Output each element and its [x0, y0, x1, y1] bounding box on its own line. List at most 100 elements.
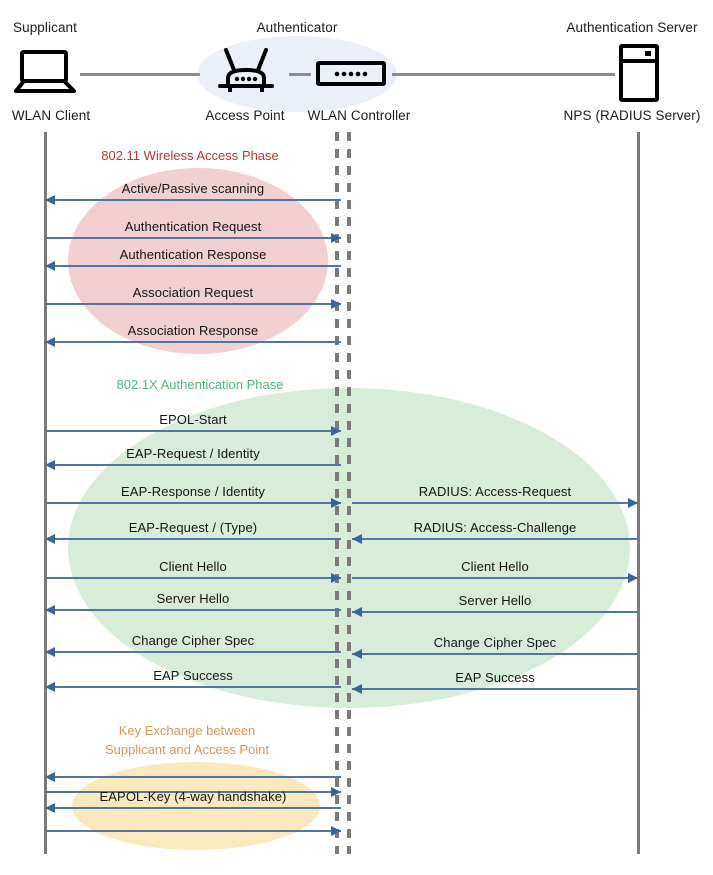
arrowhead-right-icon	[331, 826, 341, 836]
link-client-to-ap	[80, 73, 200, 76]
message-label: Authentication Response	[119, 247, 267, 262]
message-label: Client Hello	[461, 559, 529, 574]
actor-role-authentication-server: Authentication Server	[566, 20, 698, 35]
phase-caption-line: Key Exchange between	[118, 723, 256, 738]
message-line	[45, 538, 341, 540]
message-label: RADIUS: Access-Request	[418, 484, 572, 499]
message-arrow-supplicant-ap: Server Hello	[45, 591, 341, 615]
message-arrow-supplicant-ap	[45, 772, 341, 782]
message-line	[45, 341, 341, 343]
arrowhead-left-icon	[45, 803, 55, 813]
arrowhead-left-icon	[352, 607, 362, 617]
phase-caption-line: Supplicant and Access Point	[104, 742, 270, 757]
message-arrow-controller-radius: RADIUS: Access-Challenge	[352, 520, 638, 544]
message-arrow-supplicant-ap: EPOL-Start	[45, 412, 341, 436]
arrowhead-left-icon	[352, 684, 362, 694]
message-arrow-supplicant-ap: Active/Passive scanning	[45, 181, 341, 205]
wireless-router-icon	[212, 48, 280, 96]
arrowhead-right-icon	[331, 426, 341, 436]
arrowhead-left-icon	[45, 337, 55, 347]
arrowhead-right-icon	[628, 498, 638, 508]
lifeline-supplicant	[44, 132, 47, 854]
phase-caption-line: 802.1X Authentication Phase	[116, 377, 284, 392]
arrowhead-left-icon	[352, 649, 362, 659]
message-arrow-controller-radius: Server Hello	[352, 593, 638, 617]
arrowhead-left-icon	[45, 261, 55, 271]
phase-caption-line: 802.11 Wireless Access Phase	[101, 148, 279, 163]
actor-name-access-point: Access Point	[205, 108, 285, 123]
arrowhead-right-icon	[331, 573, 341, 583]
message-line	[45, 464, 341, 466]
actor-role-supplicant: Supplicant	[12, 20, 78, 35]
message-arrow-controller-radius: Change Cipher Spec	[352, 635, 638, 659]
message-arrow-controller-radius: RADIUS: Access-Request	[352, 484, 638, 508]
message-line	[45, 502, 341, 504]
message-arrow-supplicant-ap: Authentication Response	[45, 247, 341, 271]
message-arrow-supplicant-ap: Client Hello	[45, 559, 341, 583]
message-arrow-supplicant-ap: Change Cipher Spec	[45, 633, 341, 657]
actor-name-wlan-client: WLAN Client	[11, 108, 91, 123]
arrowhead-left-icon	[45, 195, 55, 205]
message-line	[45, 303, 341, 305]
message-label: EAP Success	[455, 670, 535, 685]
arrowhead-left-icon	[45, 460, 55, 470]
arrowhead-right-icon	[628, 573, 638, 583]
message-line	[45, 776, 341, 778]
lifeline-wlan-controller	[347, 132, 351, 854]
message-label: EAP-Response / Identity	[121, 484, 265, 499]
message-arrow-controller-radius: EAP Success	[352, 670, 638, 694]
message-label: Association Response	[127, 323, 259, 338]
message-line	[45, 199, 341, 201]
message-arrow-supplicant-ap: EAP-Request / (Type)	[45, 520, 341, 544]
message-arrow-supplicant-ap: EAP-Response / Identity	[45, 484, 341, 508]
message-arrow-controller-radius: Client Hello	[352, 559, 638, 583]
message-arrow-supplicant-ap: EAP-Request / Identity	[45, 446, 341, 470]
message-label: Server Hello	[156, 591, 230, 606]
actor-name-nps-radius-server: NPS (RADIUS Server)	[563, 108, 701, 123]
link-ap-to-controller	[289, 73, 311, 76]
phase-caption-dot1x-authentication: 802.1X Authentication Phase	[117, 375, 284, 394]
arrowhead-right-icon	[331, 787, 341, 797]
message-label: EAP-Request / (Type)	[128, 520, 258, 535]
message-line	[45, 791, 341, 793]
message-arrow-supplicant-ap: EAP Success	[45, 668, 341, 692]
message-label: EAP Success	[153, 668, 233, 683]
message-line	[45, 686, 341, 688]
message-line	[352, 502, 638, 504]
message-line	[45, 430, 341, 432]
message-line	[352, 653, 638, 655]
arrowhead-right-icon	[331, 498, 341, 508]
laptop-icon	[12, 50, 80, 94]
lifeline-authentication-server	[637, 132, 640, 854]
message-label: EAPOL-Key (4-way handshake)	[99, 789, 287, 804]
message-line	[45, 265, 341, 267]
message-label: Client Hello	[159, 559, 227, 574]
message-line	[45, 807, 341, 809]
message-label: EPOL-Start	[159, 412, 227, 427]
actor-name-wlan-controller: WLAN Controller	[307, 108, 411, 123]
message-line	[352, 688, 638, 690]
message-line	[45, 651, 341, 653]
message-line	[45, 830, 341, 832]
arrowhead-left-icon	[45, 534, 55, 544]
message-line	[45, 609, 341, 611]
message-label: Change Cipher Spec	[131, 633, 255, 648]
server-rack-icon	[618, 44, 660, 102]
message-label: EAP-Request / Identity	[126, 446, 260, 461]
arrowhead-left-icon	[45, 647, 55, 657]
message-label: Authentication Request	[124, 219, 262, 234]
arrowhead-left-icon	[45, 605, 55, 615]
arrowhead-left-icon	[45, 772, 55, 782]
message-line	[45, 237, 341, 239]
message-label: Server Hello	[458, 593, 532, 608]
arrowhead-left-icon	[45, 682, 55, 692]
message-label: Active/Passive scanning	[121, 181, 265, 196]
message-arrow-supplicant-ap	[45, 826, 341, 836]
link-controller-to-server	[392, 73, 615, 76]
message-label: Association Request	[132, 285, 254, 300]
network-switch-icon	[316, 60, 386, 88]
arrowhead-right-icon	[331, 233, 341, 243]
message-arrow-supplicant-ap: Association Response	[45, 323, 341, 347]
message-arrow-supplicant-ap: EAPOL-Key (4-way handshake)	[45, 789, 341, 813]
